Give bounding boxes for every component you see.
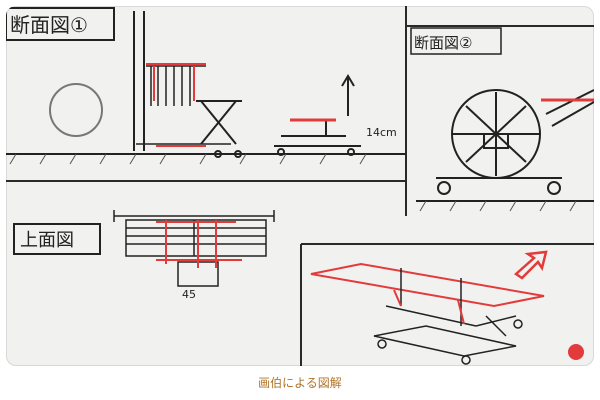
perspective-sketch bbox=[310, 262, 545, 365]
note-14cm: 14cm bbox=[366, 126, 397, 139]
whiteboard-photo: 断面図① bbox=[6, 6, 594, 366]
red-arrow-icon bbox=[513, 250, 548, 280]
red-magnet-icon bbox=[568, 344, 584, 360]
top-view-sketch bbox=[113, 210, 275, 287]
drum-sketch bbox=[436, 89, 594, 195]
note-45: 45 bbox=[182, 288, 196, 301]
rack-sketch bbox=[136, 65, 231, 145]
top-view-label: 上面図 bbox=[13, 223, 101, 255]
section-2-label: 断面図② bbox=[410, 27, 502, 55]
up-arrow bbox=[341, 74, 355, 116]
section-1-label: 断面図① bbox=[6, 7, 115, 41]
rack-red-marks bbox=[146, 63, 206, 147]
top-view-red-marks bbox=[156, 220, 242, 268]
panel-borders bbox=[6, 6, 594, 366]
low-cart bbox=[274, 121, 361, 156]
image-caption: 画伯による図解 bbox=[258, 376, 342, 390]
whiteboard-sketch: 断面図① bbox=[6, 6, 594, 366]
scissor-lift-1 bbox=[196, 100, 242, 158]
section-2-text: 断面図② bbox=[414, 34, 472, 52]
circle-sketch bbox=[49, 83, 103, 137]
top-view-text: 上面図 bbox=[20, 230, 74, 251]
section-1-text: 断面図① bbox=[10, 13, 88, 37]
